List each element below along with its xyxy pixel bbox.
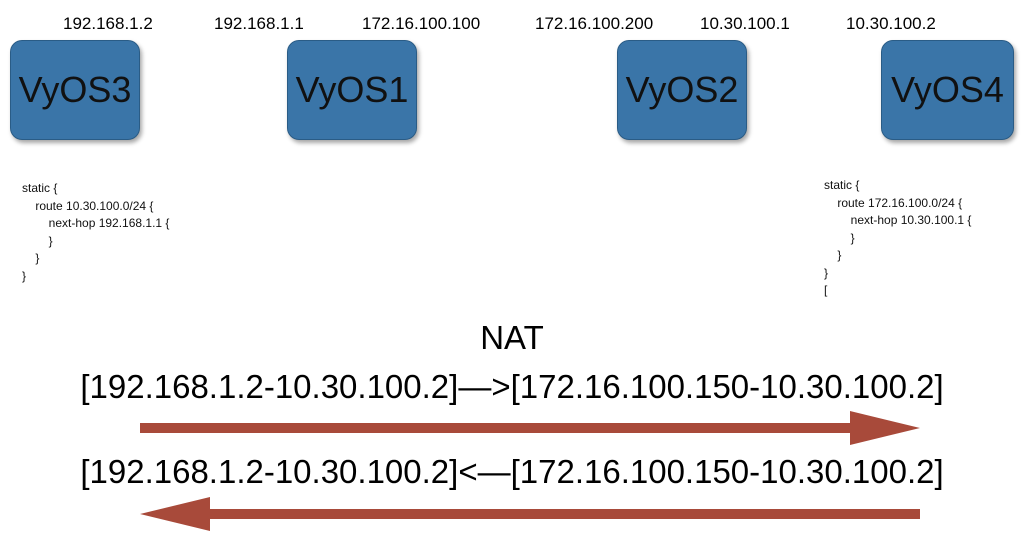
node-vyos4: VyOS4 (881, 40, 1014, 140)
forward-arrow (140, 411, 920, 445)
node-vyos1: VyOS1 (287, 40, 417, 140)
ip-label-vyos1-right: 172.16.100.100 (362, 14, 481, 33)
ip-label-vyos4: 10.30.100.2 (846, 14, 936, 33)
node-vyos3: VyOS3 (10, 40, 140, 140)
node-vyos2: VyOS2 (617, 40, 747, 140)
nat-reverse-flow: [192.168.1.2-10.30.100.2]<—[172.16.100.1… (80, 453, 944, 490)
forward-arrow-shaft (140, 423, 852, 433)
reverse-arrow-head (140, 497, 210, 531)
ip-label-vyos2-left: 172.16.100.200 (535, 14, 654, 33)
static-route-config-vyos4: static { route 172.16.100.0/24 { next-ho… (824, 178, 972, 297)
ip-label-vyos3: 192.168.1.2 (63, 14, 153, 33)
static-route-config-vyos3: static { route 10.30.100.0/24 { next-hop… (22, 181, 170, 283)
ip-label-vyos1-left: 192.168.1.1 (214, 14, 304, 33)
ip-label-vyos2-right: 10.30.100.1 (700, 14, 790, 33)
reverse-arrow (140, 497, 920, 531)
nat-title: NAT (480, 319, 544, 356)
reverse-arrow-shaft (208, 509, 920, 519)
nat-forward-flow: [192.168.1.2-10.30.100.2]—>[172.16.100.1… (80, 368, 944, 405)
forward-arrow-head (850, 411, 920, 445)
